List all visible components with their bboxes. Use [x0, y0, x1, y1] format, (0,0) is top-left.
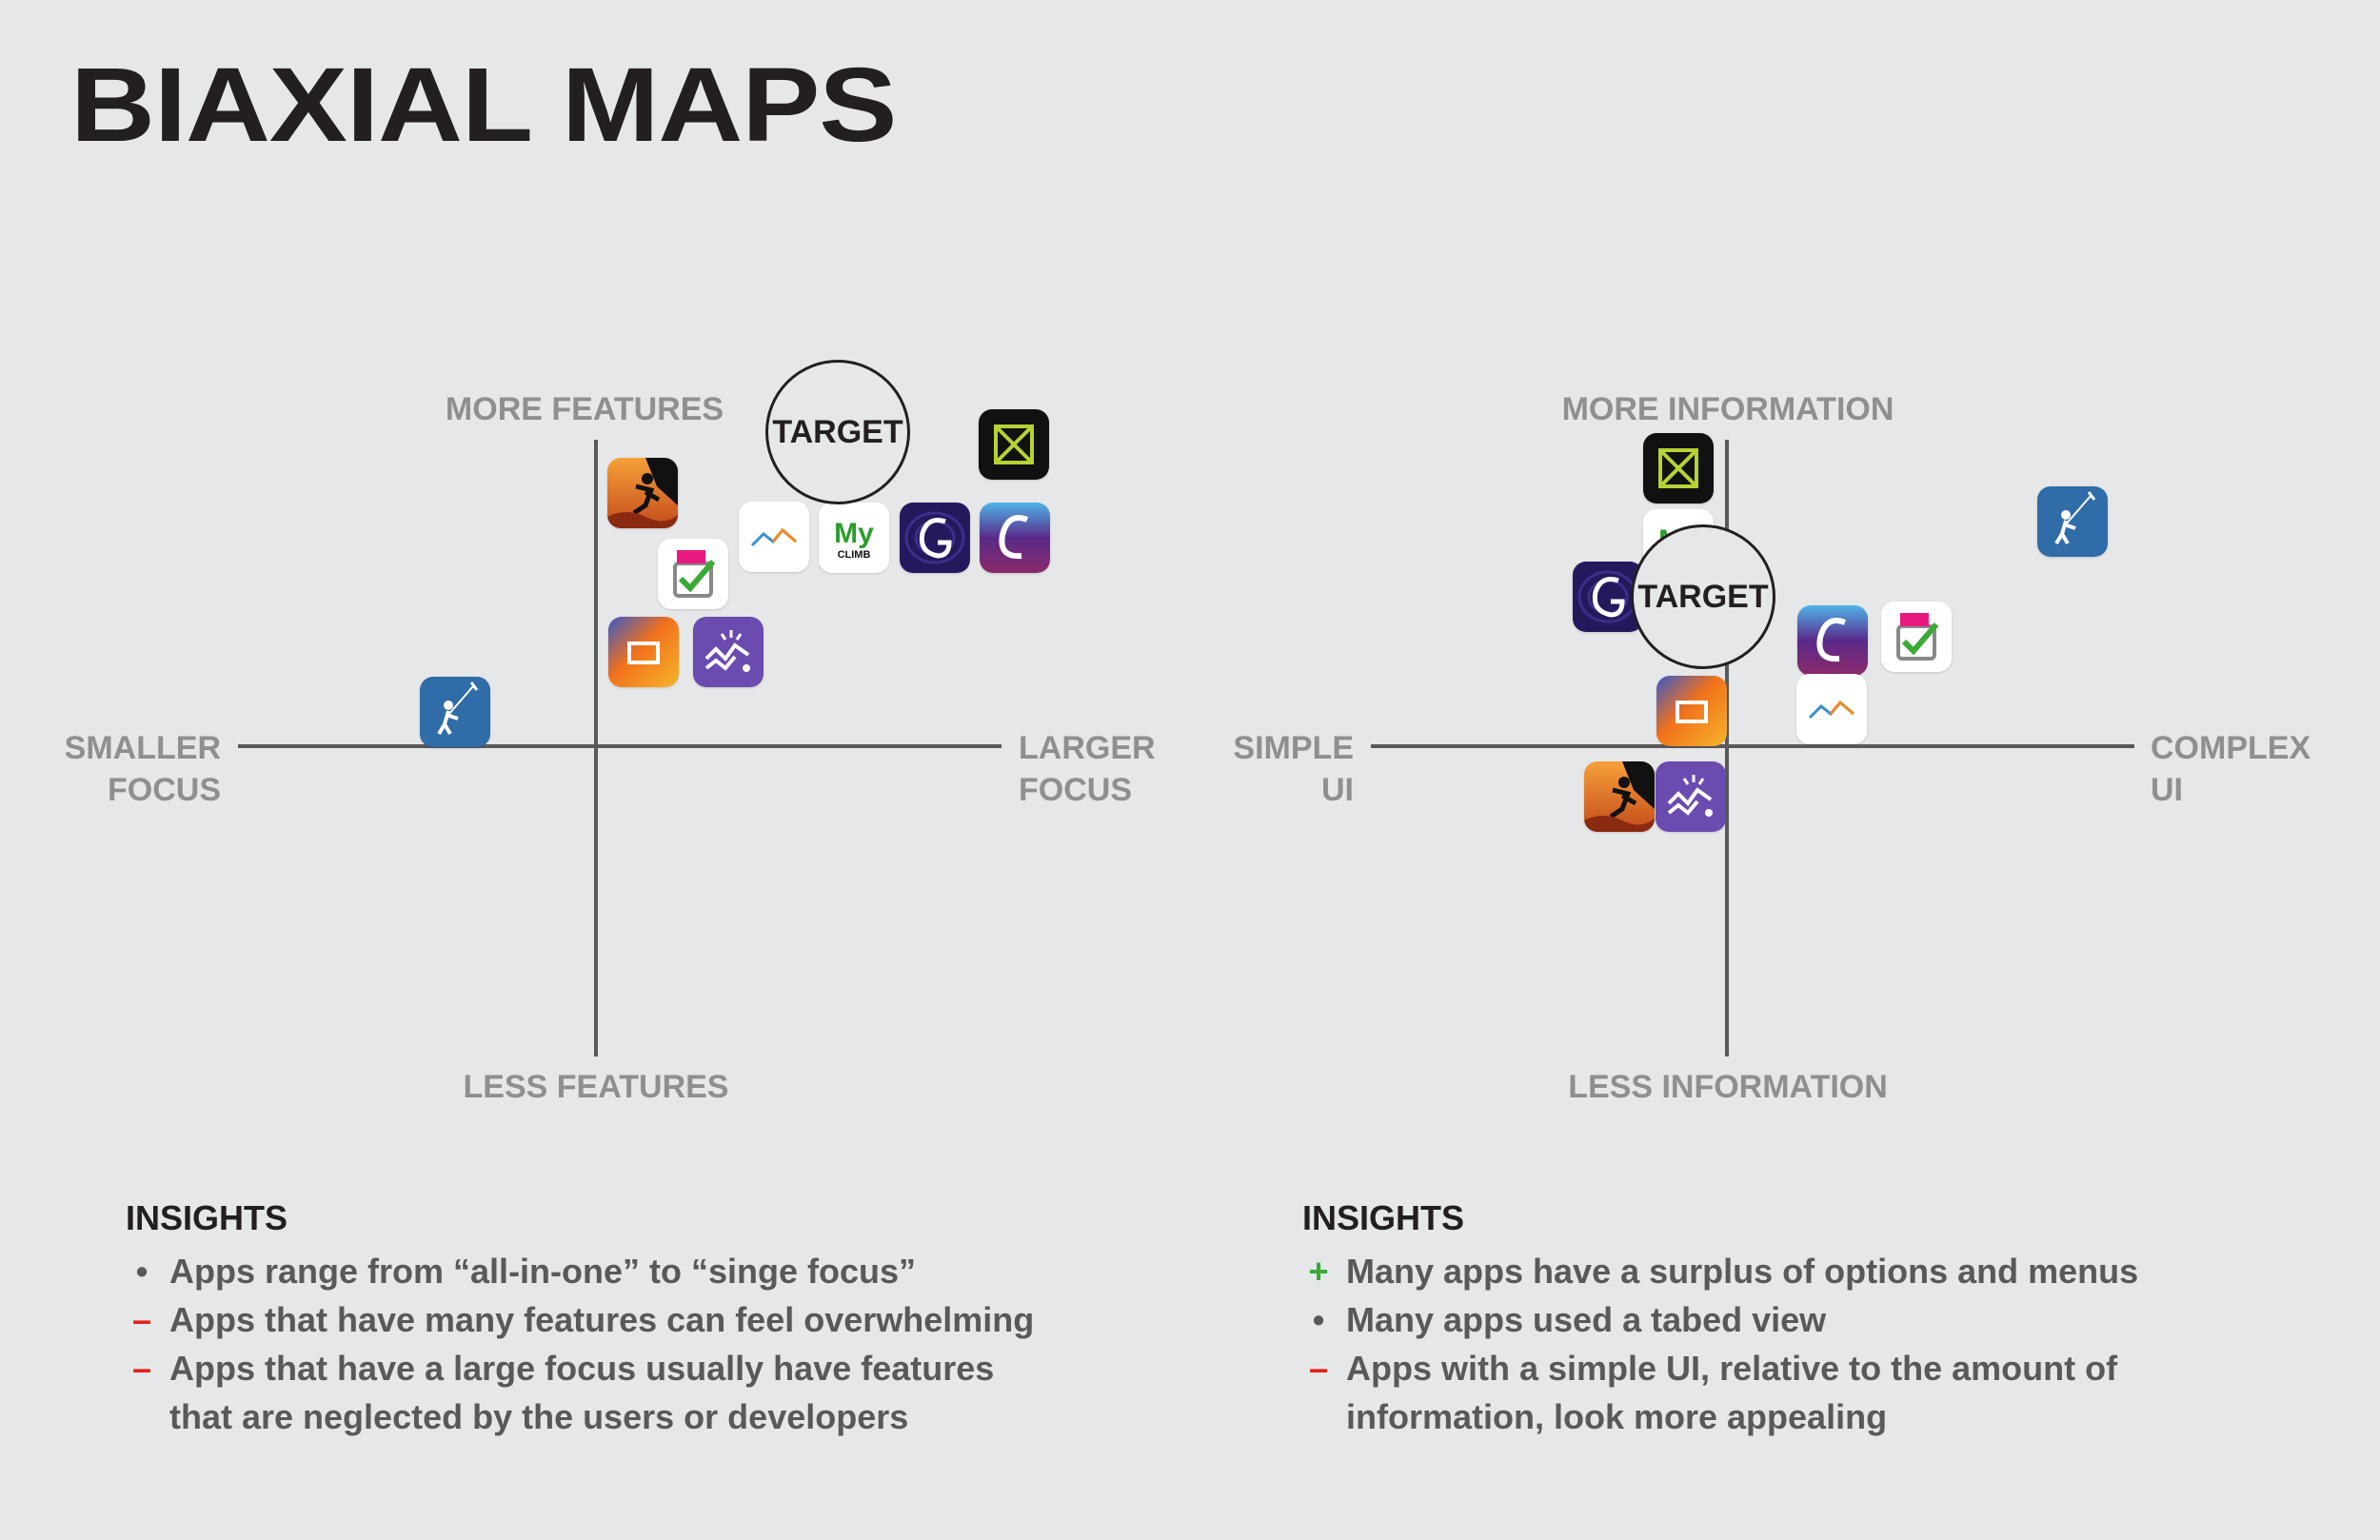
line-graph-app-icon	[739, 502, 809, 572]
bullet-marker: •	[1312, 1300, 1325, 1339]
insights-left: INSIGHTS •Apps range from “all-in-one” t…	[126, 1197, 1173, 1441]
svg-text:My: My	[834, 518, 874, 549]
axis-label-top: MORE FEATURES	[445, 391, 724, 427]
climber-sunset-app-icon	[607, 458, 678, 528]
page-title: BIAXIAL MAPS	[70, 47, 897, 164]
axis-label-bottom: LESS FEATURES	[463, 1069, 729, 1105]
vertical-axis	[594, 440, 598, 1056]
line-graph-app-icon	[1796, 674, 1867, 744]
insight-item: –Apps that have many features can feel o…	[126, 1295, 1173, 1344]
insights-right: INSIGHTS +Many apps have a surplus of op…	[1302, 1197, 2350, 1441]
orange-frame-app-icon	[1656, 676, 1727, 746]
insights-heading: INSIGHTS	[126, 1198, 288, 1237]
checklist-app-icon	[658, 539, 728, 609]
checklist-app-icon	[1881, 602, 1952, 672]
axis-label-left: SMALLER FOCUS	[64, 730, 221, 808]
vertical-axis	[1725, 440, 1729, 1056]
climber-sunset-app-icon	[1584, 761, 1655, 832]
axis-label-right: LARGER FOCUS	[1019, 730, 1156, 808]
horizontal-axis	[1371, 744, 2134, 748]
blue-rappel-app-icon	[420, 677, 490, 747]
plus-marker: +	[1308, 1252, 1329, 1291]
insight-item: +Many apps have a surplus of options and…	[1302, 1247, 2350, 1295]
insights-list: +Many apps have a surplus of options and…	[1302, 1247, 2350, 1441]
c-gradient-app-icon	[1797, 605, 1868, 676]
purple-wave-app-icon	[693, 617, 764, 687]
axis-label-top: MORE INFORMATION	[1561, 391, 1894, 427]
minus-marker: –	[131, 1300, 152, 1339]
axis-label-right: COMPLEX UI	[2151, 730, 2311, 808]
g-topo-app-icon	[900, 503, 970, 573]
insight-item: –Apps that have a large focus usually ha…	[126, 1344, 1045, 1441]
insight-item: –Apps with a simple UI, relative to the …	[1302, 1344, 2222, 1441]
blue-rappel-app-icon	[2037, 486, 2108, 557]
insight-item: •Many apps used a tabed view	[1302, 1295, 2350, 1344]
axis-label-left: SIMPLE UI	[1233, 730, 1354, 808]
minus-marker: –	[131, 1349, 152, 1388]
svg-text:CLIMB: CLIMB	[838, 549, 871, 561]
bullet-marker: •	[135, 1252, 149, 1291]
x-box-app-icon	[1643, 433, 1714, 503]
target-marker: TARGET	[1631, 524, 1775, 669]
c-gradient-app-icon	[980, 503, 1050, 573]
x-box-app-icon	[979, 409, 1049, 480]
minus-marker: –	[1308, 1349, 1329, 1388]
purple-wave-app-icon	[1656, 761, 1726, 832]
axis-label-bottom: LESS INFORMATION	[1568, 1069, 1888, 1105]
orange-frame-app-icon	[608, 617, 679, 687]
target-marker: TARGET	[765, 360, 910, 504]
insights-heading: INSIGHTS	[1302, 1198, 1465, 1237]
insight-item: •Apps range from “all-in-one” to “singe …	[126, 1247, 1173, 1295]
horizontal-axis	[238, 744, 1002, 748]
insights-list: •Apps range from “all-in-one” to “singe …	[126, 1247, 1173, 1441]
